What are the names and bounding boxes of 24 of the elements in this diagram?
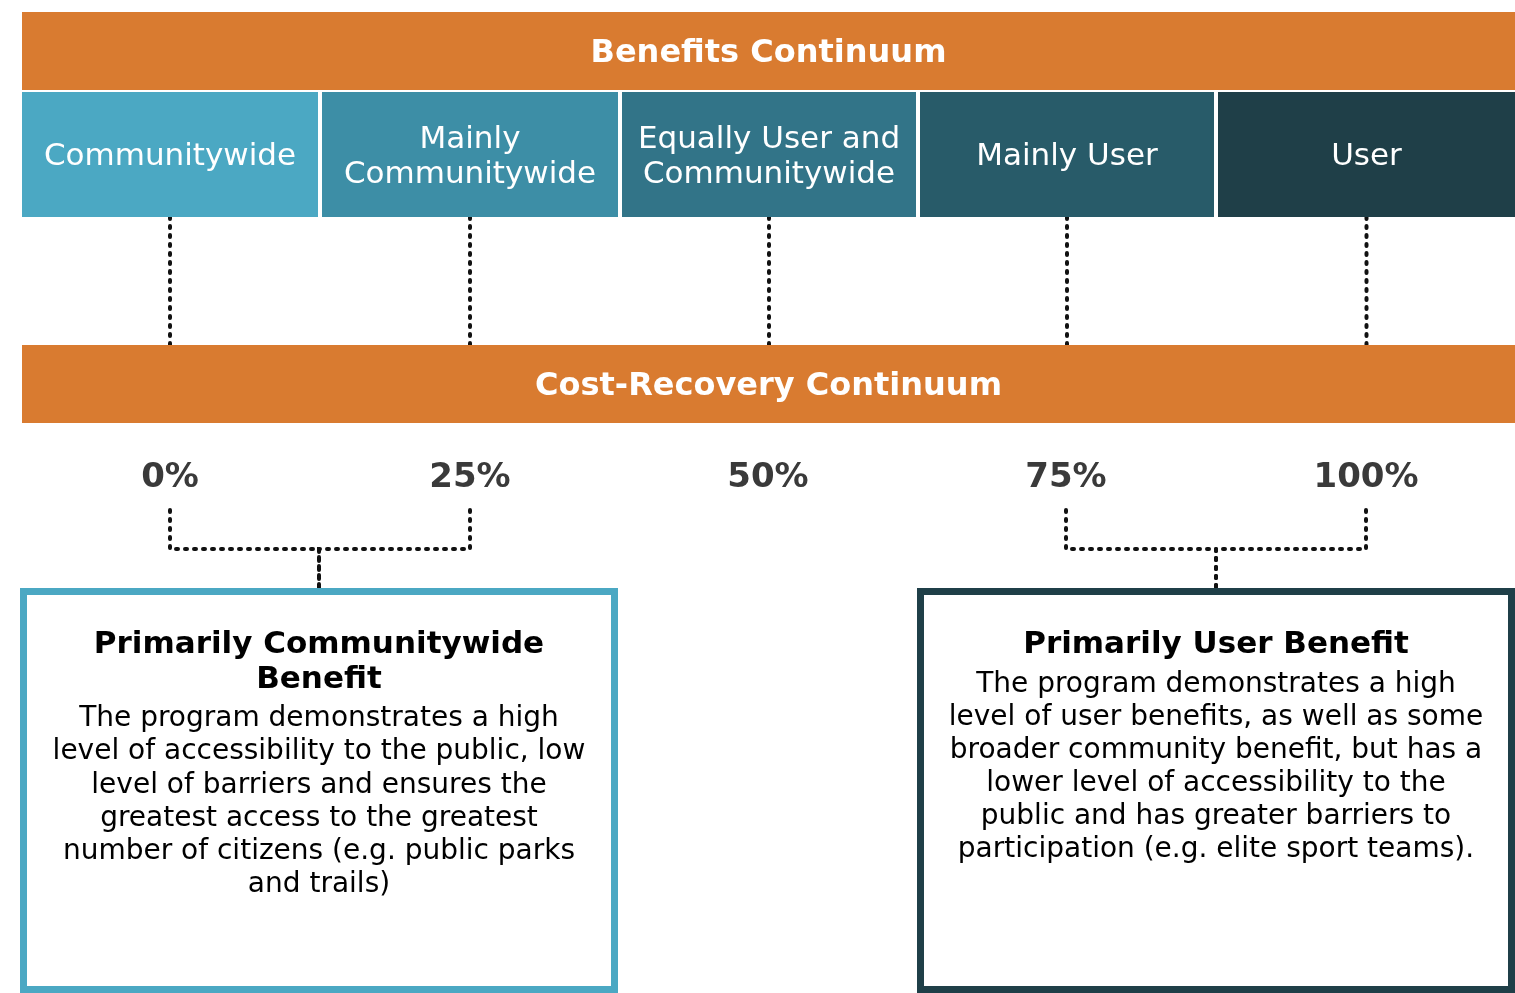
- category-box: Mainly Communitywide: [322, 92, 618, 217]
- description-box: [917, 588, 1515, 993]
- continuum-band: Cost-Recovery Continuum: [22, 345, 1515, 423]
- category-box: Mainly User: [920, 92, 1214, 217]
- percent-label: 25%: [410, 440, 530, 510]
- category-box: Equally User and Communitywide: [622, 92, 916, 217]
- percent-label: 100%: [1296, 440, 1436, 510]
- dotted-connector: [767, 215, 771, 347]
- dotted-connector: [168, 215, 172, 347]
- box-heading: Primarily User Benefit: [1023, 625, 1409, 660]
- percent-label: 0%: [110, 440, 230, 510]
- dotted-connector: [1364, 215, 1369, 347]
- box-text: The program demonstrates a high level of accessibility to the public, low level of barriers and ensures the greatest access to the greatest number of citizens (e.g. public parks and trails): [51, 700, 587, 899]
- category-box: User: [1218, 92, 1515, 217]
- percent-label: 75%: [1006, 440, 1126, 510]
- percent-label: 50%: [726, 454, 810, 497]
- category-box: Communitywide: [22, 92, 318, 217]
- box-heading: Primarily Communitywide Benefit: [92, 625, 546, 695]
- continuum-band: Benefits Continuum: [22, 12, 1515, 90]
- dotted-connector: [468, 215, 472, 347]
- description-box: [20, 588, 618, 993]
- dotted-connector: [168, 508, 321, 590]
- box-text: The program demonstrates a high level of user benefits, as well as some broader community benefit, but has a lower level of accessibility to the public and has greater barriers to participation (e.g. elite sport teams).: [947, 665, 1485, 864]
- dotted-connector: [1065, 215, 1069, 347]
